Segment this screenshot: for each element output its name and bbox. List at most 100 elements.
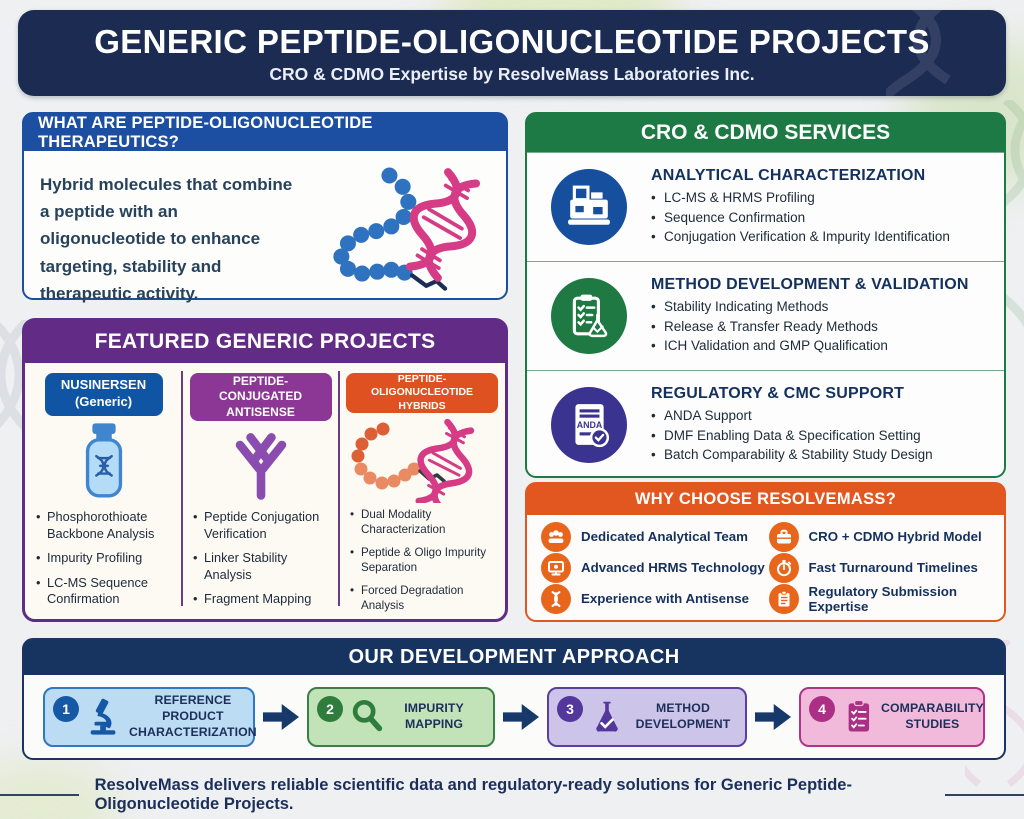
main-header: GENERIC PEPTIDE-OLIGONUCLEOTIDE PROJECTS…	[18, 10, 1006, 96]
why-left-column: Dedicated Analytical Team Advanced HRMS …	[541, 521, 769, 614]
anda-document-icon: ANDA	[551, 387, 627, 463]
antibody-icon	[221, 425, 301, 505]
featured-column-nusinersen: NUSINERSEN (Generic)	[25, 363, 182, 622]
dna-icon	[541, 583, 571, 614]
approach-step-3: 3 METHOD DEVELOPMENT	[547, 687, 747, 747]
step-number-badge: 3	[557, 696, 583, 722]
approach-step-4: 4 COMPARABILITY STUDIES	[799, 687, 985, 747]
approach-step-1: 1 REFERENCE PRODUCT CHARACTERIZATION	[43, 687, 257, 747]
footer: ResolveMass delivers reliable scientific…	[0, 776, 1024, 814]
bullet-item: Sequence Confirmation	[651, 208, 950, 228]
badge-line: HYBRIDS	[398, 399, 446, 412]
step-label: REFERENCE PRODUCT CHARACTERIZATION	[129, 693, 257, 739]
project-bullet-list: Dual Modality Characterization Peptide &…	[346, 507, 498, 621]
flow-arrow-icon	[263, 704, 299, 730]
cro-cdmo-services-panel: CRO & CDMO SERVICES ANALYTICAL CHARACTER…	[525, 112, 1006, 478]
service-bullet-list: Stability Indicating Methods Release & T…	[651, 297, 969, 356]
bullet-item: Peptide Conjugation Verification	[193, 509, 332, 542]
services-panel-header: CRO & CDMO SERVICES	[527, 114, 1004, 152]
what-panel-body-text: Hybrid molecules that combine a peptide …	[40, 175, 293, 303]
footer-tagline: ResolveMass delivers reliable scientific…	[94, 776, 852, 813]
bullet-item: Dual Modality Characterization	[350, 507, 498, 537]
bullet-item: Release & Transfer Ready Methods	[651, 317, 969, 337]
monitor-icon	[541, 552, 571, 583]
badge-line: ANTISENSE	[226, 404, 295, 419]
service-method-development: METHOD DEVELOPMENT & VALIDATION Stabilit…	[527, 261, 1004, 370]
why-item: Dedicated Analytical Team	[541, 521, 769, 552]
bullet-item: LC-MS Sequence Confirmation	[36, 575, 175, 608]
checklist-flask-icon	[551, 278, 627, 354]
bullet-item: LC-MS & HRMS Profiling	[651, 188, 950, 208]
bullet-item: Peptide & Oligo Impurity Separation	[350, 545, 498, 575]
why-item: Advanced HRMS Technology	[541, 552, 769, 583]
service-bullet-list: ANDA Support DMF Enabling Data & Specifi…	[651, 406, 933, 465]
bullet-item: ANDA Support	[651, 406, 933, 426]
why-item: Fast Turnaround Timelines	[768, 552, 997, 583]
why-panel-header: WHY CHOOSE RESOLVEMASS?	[527, 484, 1004, 515]
service-title: REGULATORY & CMC SUPPORT	[651, 385, 905, 403]
project-badge: PEPTIDE-CONJUGATED ANTISENSE	[189, 373, 332, 421]
project-bullet-list: Peptide Conjugation Verification Linker …	[189, 509, 332, 616]
project-badge: NUSINERSEN (Generic)	[44, 373, 163, 416]
what-panel-header: WHAT ARE PEPTIDE-OLIGONUCLEOTIDE THERAPE…	[24, 114, 506, 151]
badge-line: (Generic)	[74, 394, 133, 410]
why-item-label: Advanced HRMS Technology	[581, 560, 765, 575]
peptide-dna-hybrid-icon	[347, 417, 497, 503]
what-are-therapeutics-panel: WHAT ARE PEPTIDE-OLIGONUCLEOTIDE THERAPE…	[22, 112, 508, 303]
approach-step-2: 2 IMPURITY MAPPING	[307, 687, 495, 747]
page-subtitle: CRO & CDMO Expertise by ResolveMass Labo…	[269, 64, 755, 84]
bullet-item: Batch Comparability & Stability Study De…	[651, 445, 933, 465]
footer-divider	[945, 794, 1024, 796]
development-approach-panel: OUR DEVELOPMENT APPROACH 1 REFERENCE PRO…	[22, 638, 1006, 760]
featured-column-hybrids: PEPTIDE-OLIGONUCLEOTIDE HYBRIDS	[338, 363, 505, 622]
why-item-label: CRO + CDMO Hybrid Model	[808, 529, 982, 544]
badge-line: PEPTIDE-OLIGONUCLEOTIDE	[370, 372, 474, 399]
anda-label: ANDA	[577, 420, 603, 430]
why-right-column: CRO + CDMO Hybrid Model Fast Turnaround …	[768, 521, 997, 614]
project-bullet-list: Phosphorothioate Backbone Analysis Impur…	[32, 509, 175, 616]
why-item-label: Dedicated Analytical Team	[581, 529, 749, 544]
tasks-clipboard-icon	[841, 698, 875, 736]
service-analytical-characterization: ANALYTICAL CHARACTERIZATION LC-MS & HRMS…	[527, 152, 1004, 261]
bullet-item: ICH Validation and GMP Qualification	[651, 336, 969, 356]
badge-line: NUSINERSEN	[60, 377, 147, 393]
page-title: GENERIC PEPTIDE-OLIGONUCLEOTIDE PROJECTS	[94, 23, 930, 60]
mass-spectrometer-icon	[551, 169, 627, 245]
flow-arrow-icon	[503, 704, 539, 730]
microscope-icon	[85, 697, 123, 737]
why-item-label: Experience with Antisense	[581, 591, 749, 606]
featured-panel-header: FEATURED GENERIC PROJECTS	[25, 321, 505, 363]
bullet-item: Phosphorothioate Backbone Analysis	[36, 509, 175, 542]
step-number-badge: 4	[809, 696, 835, 722]
why-item: Experience with Antisense	[541, 583, 769, 614]
project-badge: PEPTIDE-OLIGONUCLEOTIDE HYBRIDS	[346, 373, 498, 413]
vial-with-dna-icon	[75, 420, 133, 505]
service-bullet-list: LC-MS & HRMS Profiling Sequence Confirma…	[651, 188, 950, 247]
badge-line: PEPTIDE-CONJUGATED	[218, 373, 303, 404]
featured-projects-panel: FEATURED GENERIC PROJECTS NUSINERSEN (Ge…	[22, 318, 508, 622]
clipboard-icon	[768, 583, 799, 614]
service-regulatory-cmc: ANDA REGULATORY & CMC SUPPORT ANDA Suppo…	[527, 370, 1004, 479]
featured-column-antisense: PEPTIDE-CONJUGATED ANTISENSE	[181, 363, 339, 622]
bullet-item: Fragment Mapping	[193, 591, 332, 608]
flow-arrow-icon	[755, 704, 791, 730]
why-item: CRO + CDMO Hybrid Model	[768, 521, 997, 552]
why-item-label: Regulatory Submission Expertise	[808, 583, 958, 614]
why-choose-panel: WHY CHOOSE RESOLVEMASS? Dedicated Analyt…	[525, 482, 1006, 622]
bullet-item: Stability Indicating Methods	[651, 297, 969, 317]
approach-panel-header: OUR DEVELOPMENT APPROACH	[24, 640, 1004, 675]
bullet-item: Linker Stability Analysis	[193, 550, 332, 583]
stopwatch-icon	[768, 552, 799, 583]
step-number-badge: 2	[317, 696, 343, 722]
step-number-badge: 1	[53, 696, 79, 722]
magnifier-icon	[349, 698, 385, 736]
flask-icon	[589, 698, 625, 736]
step-label: COMPARABILITY STUDIES	[881, 701, 984, 731]
service-title: METHOD DEVELOPMENT & VALIDATION	[651, 276, 969, 294]
step-label: METHOD DEVELOPMENT	[635, 701, 731, 731]
service-title: ANALYTICAL CHARACTERIZATION	[651, 167, 926, 185]
briefcase-icon	[768, 521, 799, 552]
why-item-label: Fast Turnaround Timelines	[808, 560, 978, 575]
bullet-item: Forced Degradation Analysis	[350, 583, 498, 613]
